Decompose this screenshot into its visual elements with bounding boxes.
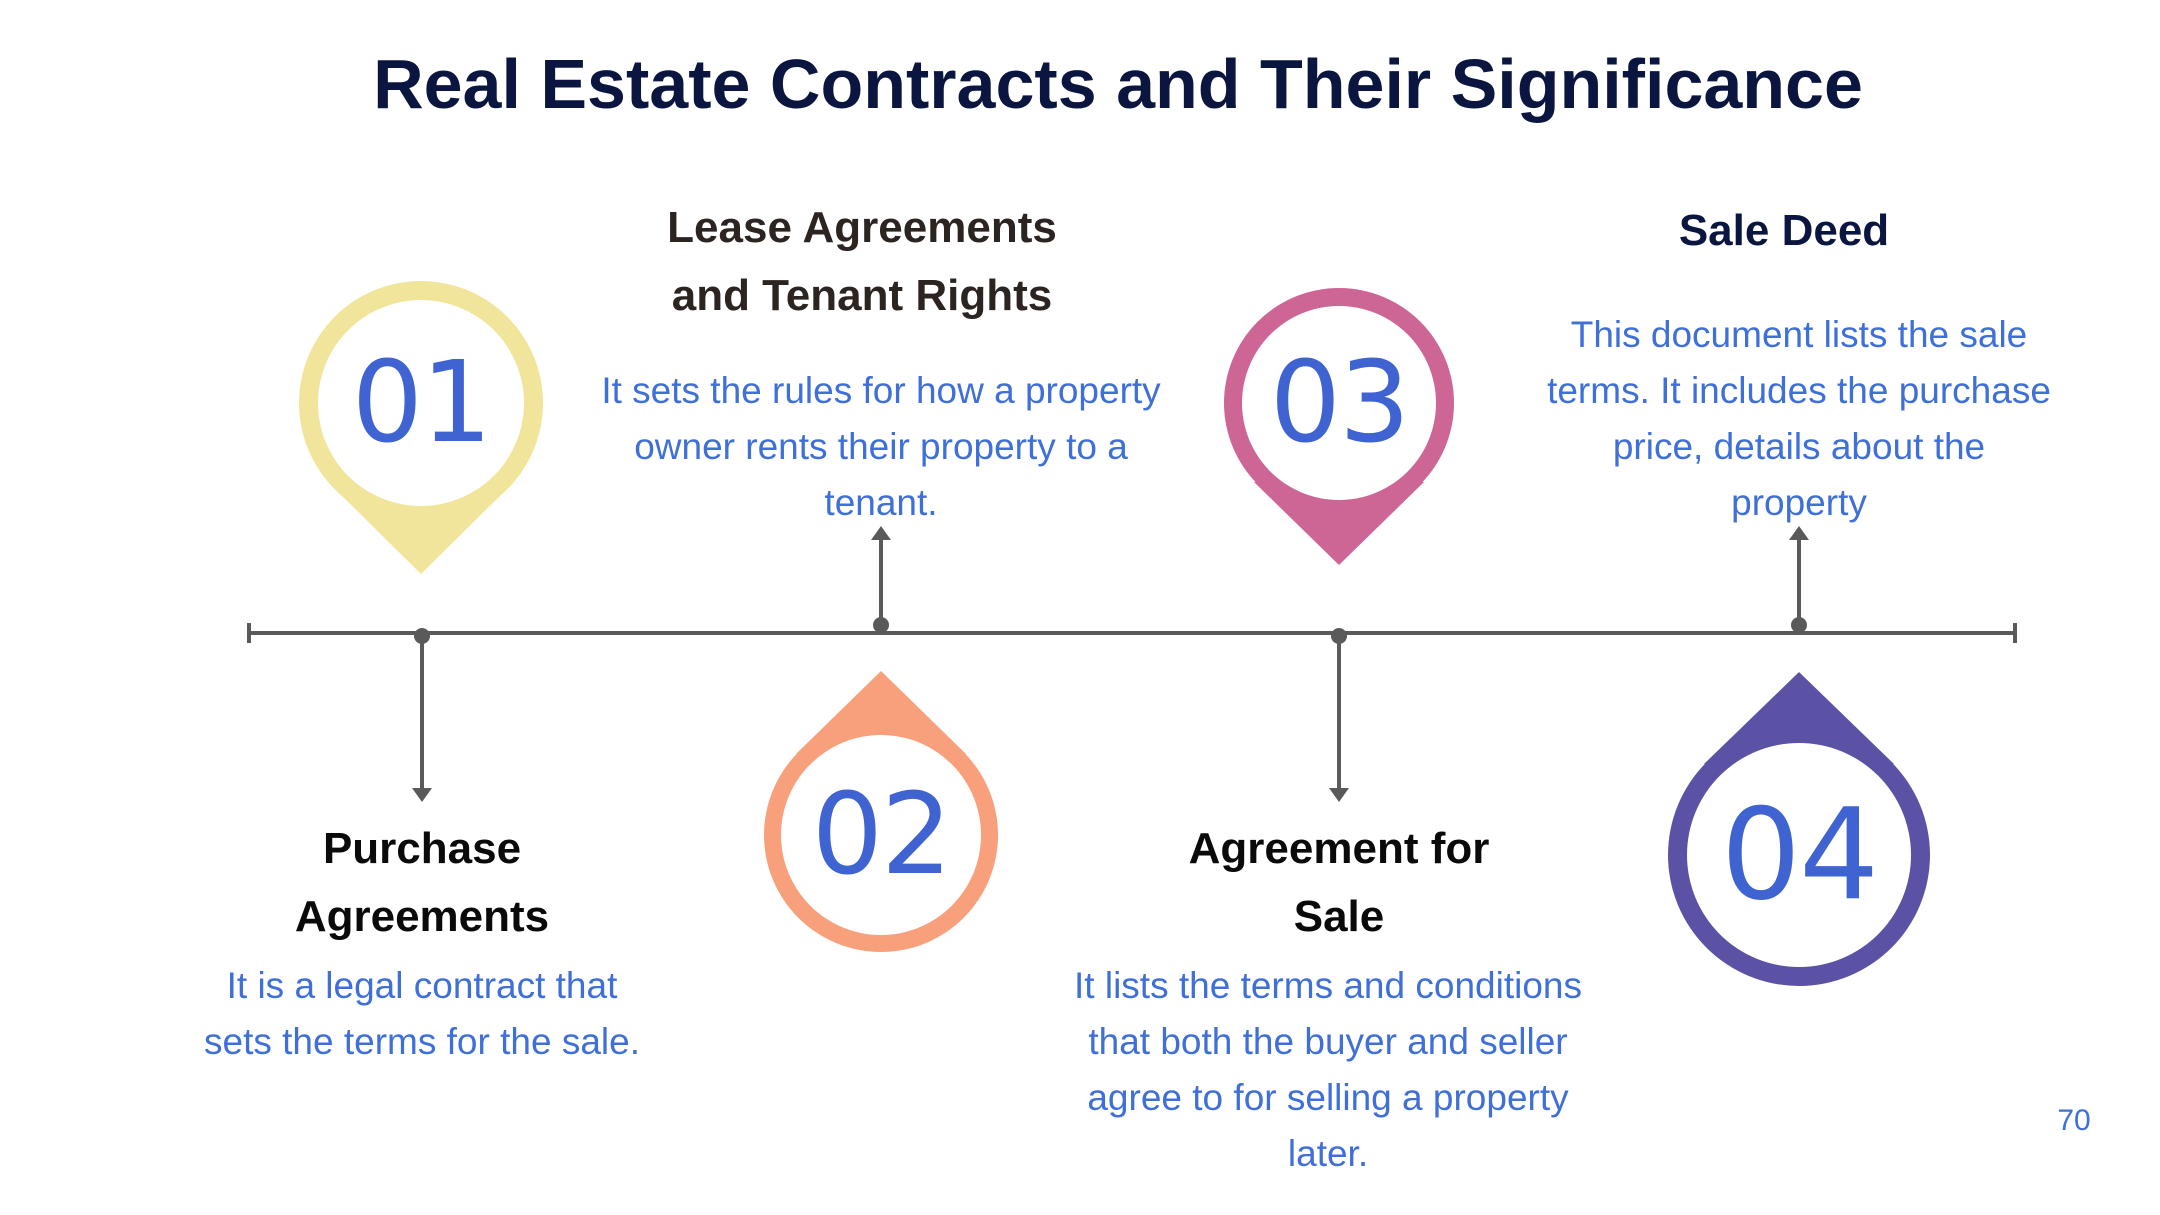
step-heading-03-line-2: Sale [1293,892,1385,941]
step-description-02-line-3: tenant. [824,482,938,523]
step-description-03-line-3: agree to for selling a property [1087,1077,1569,1118]
step-description-02-line-2: owner rents their property to a [634,426,1128,467]
step-heading-04-line-1: Sale Deed [1678,206,1890,255]
step-heading-02-line-1: Lease Agreements [667,203,1057,252]
step-description-04: This document lists the sale terms. It i… [1494,307,2104,531]
step-number-03: 03 [1269,338,1411,468]
step-heading-01: Purchase Agreements [222,815,622,951]
step-heading-01-line-2: Agreements [294,892,550,941]
step-number-01: 01 [351,338,493,468]
step-heading-02: Lease Agreements and Tenant Rights [602,194,1122,330]
step-description-04-line-2: terms. It includes the purchase [1547,370,2051,411]
connector-01 [412,628,432,802]
step-description-04-line-4: property [1731,482,1867,523]
page-title: Real Estate Contracts and Their Signific… [373,45,1863,123]
step-heading-03-line-1: Agreement for [1188,824,1490,873]
connector-03 [1329,628,1349,802]
step-description-03-line-1: It lists the terms and conditions [1074,965,1582,1006]
step-description-03: It lists the terms and conditions that b… [1023,958,1633,1182]
step-heading-03: Agreement for Sale [1119,815,1559,951]
connector-04 [1789,526,1809,633]
step-description-03-line-4: later. [1287,1133,1369,1174]
step-description-02-line-1: It sets the rules for how a property [601,370,1161,411]
marker-02-pin [764,671,998,952]
marker-03-pin [1224,288,1454,565]
step-description-01: It is a legal contract that sets the ter… [172,958,672,1070]
step-description-04-line-3: price, details about the [1612,426,1986,467]
marker-01-pin [299,281,543,574]
marker-04-pin [1668,672,1930,986]
step-description-02: It sets the rules for how a property own… [571,363,1191,531]
step-heading-01-line-1: Purchase [322,824,522,873]
page-number: 70 [2057,1104,2091,1137]
step-description-04-line-1: This document lists the sale [1570,314,2028,355]
step-heading-02-line-2: and Tenant Rights [671,271,1053,320]
step-description-03-line-2: that both the buyer and seller [1088,1021,1568,1062]
step-description-01-line-1: It is a legal contract that [226,965,618,1006]
step-number-04: 04 [1720,781,1879,928]
step-heading-04: Sale Deed [1584,197,1984,265]
connector-02 [871,526,891,633]
step-description-01-line-2: sets the terms for the sale. [204,1021,640,1062]
step-number-02: 02 [811,770,953,900]
timeline-axis [247,623,2017,643]
